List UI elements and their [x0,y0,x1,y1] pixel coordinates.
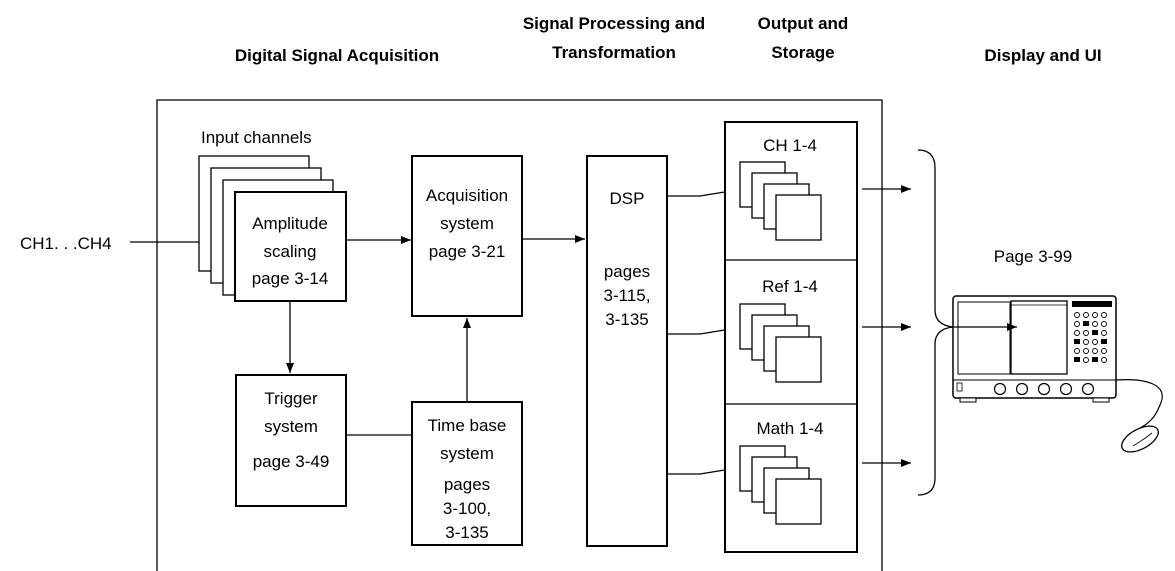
timebase-line4: 3-100, [443,499,491,518]
amplitude-scaling-box [234,191,347,302]
acquisition-page: page 3-21 [429,242,506,261]
header-processing-line1: Signal Processing and [523,14,705,33]
dsp-title: DSP [610,189,645,208]
trigger-line2: system [264,417,318,436]
acquisition-line1: Acquisition [426,186,508,205]
timebase-line3: pages [444,475,490,494]
oscilloscope-icon [952,295,1117,403]
acquisition-system-box [411,155,523,317]
header-output-line1: Output and [758,14,849,33]
storage-ch-label: CH 1-4 [763,136,817,155]
trigger-line1: Trigger [264,389,318,408]
header-acquisition: Digital Signal Acquisition [235,46,439,65]
display-page-label: Page 3-99 [994,247,1072,266]
timebase-line1: Time base [428,416,507,435]
ch-card-4 [775,194,822,241]
timebase-line5: 3-135 [445,523,488,542]
dsp-line4: 3-135 [605,310,648,329]
mouse-icon [1115,379,1163,453]
dsp-line2: pages [604,262,650,281]
acquisition-line2: system [440,214,494,233]
display-brace [917,149,954,496]
dsp-line3: 3-115, [604,286,651,305]
amplitude-line1: Amplitude [252,214,328,233]
system-frame [156,99,883,571]
header-output-line2: Storage [771,43,834,62]
ref-card-4 [775,336,822,383]
storage-math-label: Math 1-4 [756,419,823,438]
input-label: CH1. . .CH4 [20,234,112,253]
trigger-page: page 3-49 [253,452,330,471]
amplitude-page: page 3-14 [252,269,329,288]
header-processing-line2: Transformation [552,43,676,62]
storage-ref-label: Ref 1-4 [762,277,818,296]
timebase-system-box [411,401,523,546]
input-channels-label: Input channels [201,128,312,147]
header-display: Display and UI [984,46,1101,65]
timebase-line2: system [440,444,494,463]
dsp-box [586,155,668,547]
math-card-4 [775,478,822,525]
trigger-system-box [235,374,347,507]
amplitude-line2: scaling [264,242,317,261]
